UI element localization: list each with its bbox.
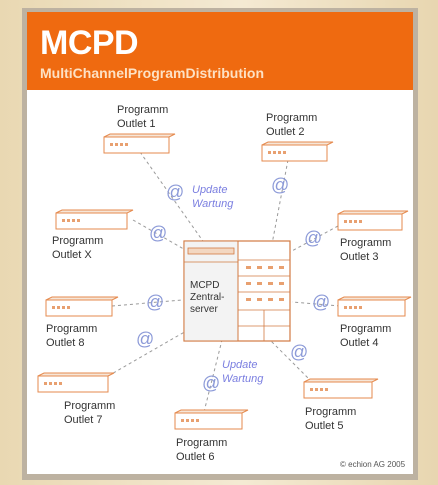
at-icon: @ xyxy=(146,292,165,312)
outlet-devices xyxy=(37,133,412,430)
outlet-8-label: Programm Outlet 8 xyxy=(46,323,98,349)
link-outlet-1 xyxy=(139,151,206,245)
update-label-top: Update Wartung xyxy=(192,184,234,210)
outlet-1-label: Programm Outlet 1 xyxy=(117,104,169,130)
outlet-4-label: Programm Outlet 4 xyxy=(340,323,392,349)
link-outlet-2 xyxy=(271,159,289,245)
outlet-6-label: Programm Outlet 6 xyxy=(176,437,228,463)
device-outlet-4 xyxy=(337,296,412,317)
at-icon: @ xyxy=(136,329,155,349)
device-outlet-x xyxy=(55,209,134,230)
at-icon: @ xyxy=(290,342,309,362)
copyright-notice: © echion AG 2005 xyxy=(340,460,406,469)
device-outlet-7 xyxy=(37,372,115,393)
at-icon: @ xyxy=(304,228,323,248)
outlet-5-label: Programm Outlet 5 xyxy=(305,406,357,432)
outlet-2-label: Programm Outlet 2 xyxy=(266,112,318,138)
header-bar xyxy=(27,12,413,90)
outlet-7-label: Programm Outlet 7 xyxy=(64,400,116,426)
link-outlet-4 xyxy=(291,301,341,307)
device-outlet-1 xyxy=(103,133,176,154)
outlet-3-label: Programm Outlet 3 xyxy=(340,237,392,263)
at-icon: @ xyxy=(271,175,290,195)
at-icon: @ xyxy=(166,182,185,202)
at-icon: @ xyxy=(312,292,331,312)
diagram-title: MCPD xyxy=(40,24,139,62)
at-icon: @ xyxy=(202,373,221,393)
link-outlet-5 xyxy=(267,337,313,383)
device-outlet-3 xyxy=(337,210,409,231)
device-outlet-8 xyxy=(45,296,119,317)
at-icon: @ xyxy=(149,223,168,243)
link-outlet-6 xyxy=(203,339,223,413)
device-outlet-5 xyxy=(303,378,379,399)
outlet-x-label: Programm Outlet X xyxy=(52,235,104,261)
connection-lines xyxy=(107,151,341,413)
link-outlet-x xyxy=(132,219,190,253)
update-label-bottom: Update Wartung xyxy=(222,359,264,385)
device-outlet-2 xyxy=(261,141,334,162)
server-box xyxy=(183,240,291,342)
server-label: MCPD Zentral- server xyxy=(190,280,225,315)
diagram-subtitle: MultiChannelProgramDistribution xyxy=(40,65,264,81)
device-outlet-6 xyxy=(174,409,249,430)
